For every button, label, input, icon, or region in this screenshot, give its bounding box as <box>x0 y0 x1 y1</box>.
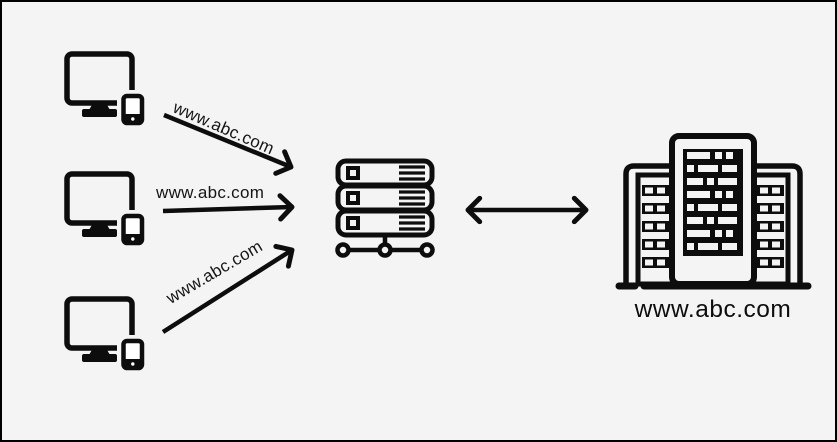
desktop-and-phone-icon <box>64 51 147 127</box>
office-building-icon <box>615 133 812 290</box>
desktop-and-phone-icon <box>64 296 147 372</box>
desktop-and-phone-icon <box>64 171 147 247</box>
client-devices-icon <box>62 292 147 372</box>
website-domain-label: www.abc.com <box>634 296 792 323</box>
request-label-2: www.abc.com <box>156 183 265 202</box>
request-arrow-up-right <box>161 243 295 334</box>
client-devices-icon <box>62 167 147 247</box>
web-server-building <box>614 130 812 292</box>
server-rack-network-icon <box>335 158 435 258</box>
client-devices-icon <box>62 47 147 127</box>
request-arrow-down-right <box>163 112 294 176</box>
request-arrow-right <box>162 193 295 222</box>
load-balancer <box>333 158 437 262</box>
